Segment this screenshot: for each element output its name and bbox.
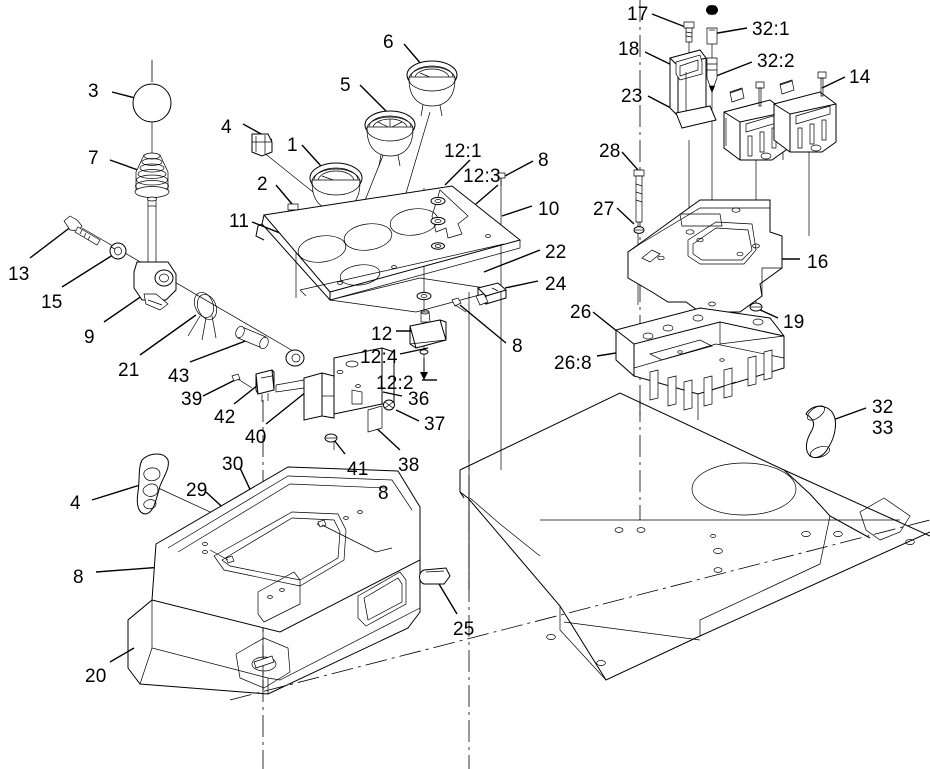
part-spacer-bushing — [109, 242, 127, 260]
callout-12-2[interactable]: 12:2 — [376, 373, 414, 394]
callout-2[interactable]: 2 — [257, 174, 268, 195]
callout-10[interactable]: 10 — [538, 199, 560, 220]
part-relay-blocks — [723, 71, 837, 161]
callout-22[interactable]: 22 — [545, 242, 567, 263]
callout-28[interactable]: 28 — [599, 141, 621, 162]
part-bolt-long — [63, 215, 101, 246]
callout-15[interactable]: 15 — [41, 292, 63, 313]
callout-4-upper[interactable]: 4 — [221, 117, 232, 138]
callout-37[interactable]: 37 — [424, 414, 446, 435]
part-pin-retainer — [231, 373, 253, 389]
callout-12-4[interactable]: 12:4 — [360, 347, 398, 368]
callout-6[interactable]: 6 — [383, 32, 394, 53]
callout-7[interactable]: 7 — [88, 148, 99, 169]
part-label-decal — [675, 105, 717, 129]
callout-9[interactable]: 9 — [84, 327, 95, 348]
part-gauge-right — [406, 60, 458, 117]
part-rod-linkage — [235, 325, 305, 367]
callout-42[interactable]: 42 — [214, 407, 236, 428]
part-switch-assembly — [409, 309, 447, 380]
part-grip-handle — [136, 453, 169, 515]
callout-33[interactable]: 33 — [872, 418, 894, 439]
part-grip-clip-upper — [251, 133, 273, 157]
part-torsion-spring — [187, 292, 218, 341]
part-knob-ball — [132, 83, 172, 123]
part-nut-bracket — [749, 302, 763, 312]
part-console-housing — [127, 466, 421, 695]
callout-14[interactable]: 14 — [849, 67, 871, 88]
callout-26-8[interactable]: 26:8 — [554, 353, 592, 374]
callout-29[interactable]: 29 — [186, 480, 208, 501]
callout-26[interactable]: 26 — [570, 302, 592, 323]
callout-17[interactable]: 17 — [627, 4, 649, 25]
part-screw-fuse-holder — [683, 21, 695, 43]
callout-12-1[interactable]: 12:1 — [444, 141, 482, 162]
part-switch-small — [255, 369, 275, 402]
callout-36[interactable]: 36 — [408, 389, 430, 410]
part-nut-standoff — [633, 226, 645, 234]
callout-21[interactable]: 21 — [118, 360, 140, 381]
callout-3[interactable]: 3 — [88, 81, 99, 102]
callout-13[interactable]: 13 — [8, 264, 30, 285]
callout-8-panel-top[interactable]: 8 — [538, 150, 549, 171]
callout-27[interactable]: 27 — [593, 199, 615, 220]
part-terminal-pins — [706, 5, 718, 93]
part-boot-cover — [805, 405, 836, 459]
part-lever-pivot — [133, 261, 177, 311]
callout-43[interactable]: 43 — [168, 366, 190, 387]
callout-19[interactable]: 19 — [783, 312, 805, 333]
part-fastener-screw-mid — [451, 297, 467, 313]
callout-8-panel-mid[interactable]: 8 — [512, 336, 523, 357]
part-gauge-center — [364, 110, 416, 167]
callout-8-console-left[interactable]: 8 — [73, 567, 84, 588]
callout-12[interactable]: 12 — [371, 324, 393, 345]
callout-40[interactable]: 40 — [245, 427, 267, 448]
callout-30[interactable]: 30 — [222, 454, 244, 475]
callout-24[interactable]: 24 — [545, 274, 567, 295]
part-boot-bellows — [134, 152, 170, 267]
callout-1[interactable]: 1 — [287, 135, 298, 156]
part-control-module-ecu — [615, 307, 785, 411]
callout-16[interactable]: 16 — [807, 252, 829, 273]
part-mounting-bracket — [627, 199, 783, 313]
callout-4-lower[interactable]: 4 — [70, 493, 81, 514]
callout-5[interactable]: 5 — [340, 75, 351, 96]
callout-41[interactable]: 41 — [347, 459, 369, 480]
callout-32-2[interactable]: 32:2 — [757, 51, 795, 72]
callout-38[interactable]: 38 — [398, 455, 420, 476]
part-fastener-screw-upper — [497, 172, 506, 186]
callout-8-console-right[interactable]: 8 — [378, 483, 389, 504]
callout-11[interactable]: 11 — [229, 211, 250, 232]
part-mounting-plate-switch — [324, 347, 395, 443]
callout-12-3[interactable]: 12:3 — [463, 166, 501, 187]
part-connector-block — [475, 282, 508, 306]
callout-39[interactable]: 39 — [181, 389, 203, 410]
callout-18[interactable]: 18 — [618, 39, 640, 60]
part-control-panel-plate — [255, 185, 522, 313]
part-bolt-long-bracket — [633, 169, 645, 223]
part-switch-washers — [416, 196, 446, 301]
callout-20[interactable]: 20 — [85, 666, 107, 687]
part-floor-platform — [419, 392, 930, 681]
callout-23[interactable]: 23 — [621, 86, 643, 107]
part-bracket-switch-mount — [275, 372, 335, 421]
callout-32-1[interactable]: 32:1 — [752, 19, 790, 40]
callout-25[interactable]: 25 — [453, 619, 475, 640]
part-fuse-holder-block — [669, 49, 707, 117]
callout-32[interactable]: 32 — [872, 397, 894, 418]
